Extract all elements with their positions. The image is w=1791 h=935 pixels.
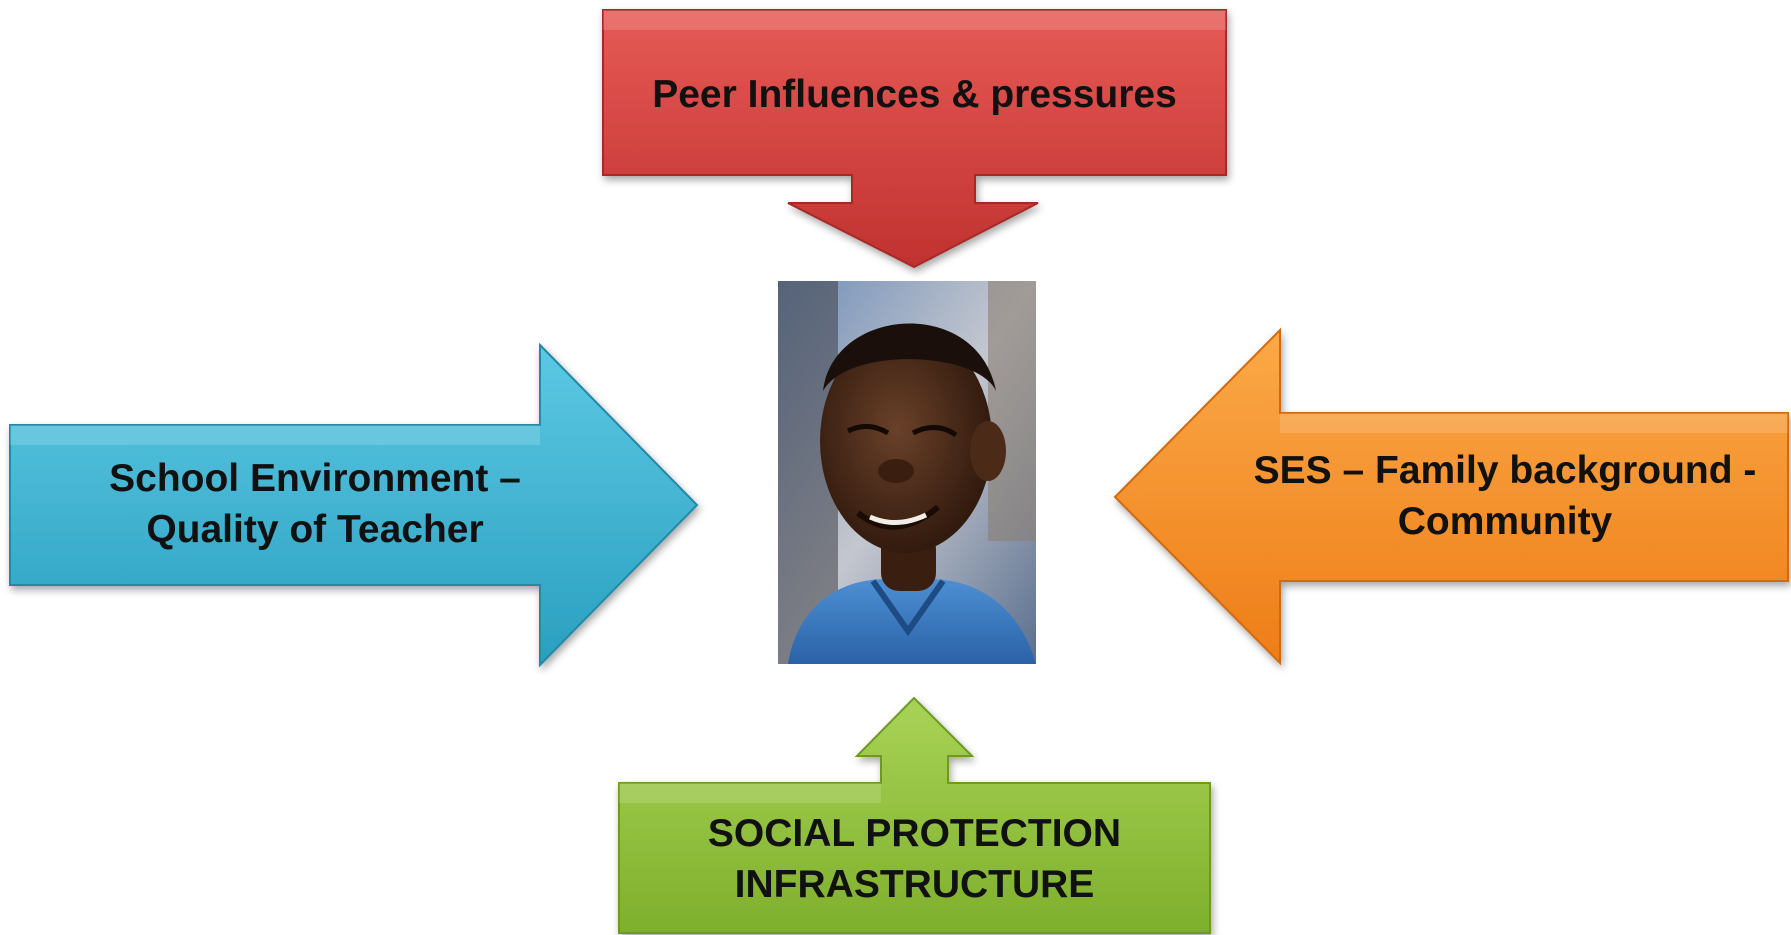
top-callout-arrow xyxy=(602,9,1227,269)
child-photo xyxy=(778,281,1036,664)
school-environment-label: School Environment – Quality of Teacher xyxy=(109,457,521,551)
right-arrow xyxy=(1113,327,1789,666)
peer-influences-label: Peer Influences & pressures xyxy=(652,72,1177,116)
social-protection-label: SOCIAL PROTECTION INFRASTRUCTURE xyxy=(707,812,1122,906)
left-arrow xyxy=(9,342,699,668)
ses-family-label: SES – Family background - Community xyxy=(1253,449,1757,543)
bottom-callout-arrow xyxy=(618,696,1211,934)
